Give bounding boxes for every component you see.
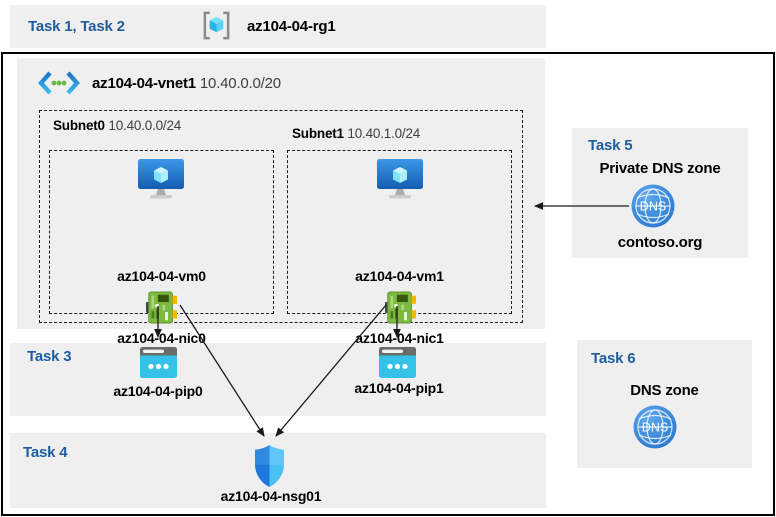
- nsg-shield-icon: [255, 445, 284, 487]
- resource-group-icon: [201, 10, 232, 41]
- dns-icon-text: DNS: [640, 200, 666, 214]
- task-3-label: Task 3: [27, 348, 72, 365]
- task-3-band: Task 3 az104-04-pip0 az104-04-pip1: [10, 343, 546, 416]
- task-6-panel: Task 6 DNS zone DNS: [577, 340, 752, 468]
- vm0-icon: [137, 158, 185, 202]
- diagram-outer-border: [1, 52, 775, 516]
- vm0-label: az104-04-vm0: [117, 268, 206, 284]
- resource-group-name: az104-04-rg1: [247, 18, 336, 35]
- private-dns-zone-icon: DNS: [631, 184, 675, 228]
- vnet-title: az104-04-vnet1 10.40.0.0/20: [92, 75, 281, 92]
- dns-icon-text: DNS: [642, 421, 668, 435]
- subnet1-name: Subnet1: [292, 126, 344, 141]
- subnet0-label: Subnet0 10.40.0.0/24: [53, 118, 181, 133]
- vnet-name: az104-04-vnet1: [92, 75, 196, 92]
- vnet-container: az104-04-vnet1 10.40.0.0/20 Subnet0 10.4…: [17, 58, 545, 362]
- nic1-icon: [385, 290, 419, 328]
- subnet1-box: az104-04-vm1 az104-04-nic1 10.40.1.: [287, 150, 512, 362]
- pip0-label: az104-04-pip0: [113, 383, 203, 399]
- dns-zone-icon: DNS: [633, 405, 677, 449]
- subnet0-name: Subnet0: [53, 118, 105, 133]
- private-dns-zone-title: Private DNS zone: [599, 160, 721, 177]
- virtual-network-icon: [38, 71, 80, 95]
- vnet-cidr: 10.40.0.0/20: [199, 75, 281, 92]
- private-dns-zone-name: contoso.org: [617, 234, 703, 251]
- subnet0-box: az104-04-vm0 az104-04-nic0 10.40.0.: [49, 150, 274, 362]
- task-5-label: Task 5: [588, 137, 633, 154]
- pip0-icon: [140, 347, 177, 378]
- vm1-label: az104-04-vm1: [355, 268, 444, 284]
- task-4-band: Task 4 az104-04-nsg01: [10, 433, 546, 508]
- pip1-icon: [379, 347, 416, 378]
- nic0-icon: [146, 290, 180, 328]
- nsg-label: az104-04-nsg01: [220, 488, 322, 504]
- task-6-label: Task 6: [591, 350, 636, 367]
- vm1-icon: [376, 158, 424, 202]
- dns-zone-title: DNS zone: [630, 382, 699, 399]
- subnet0-cidr: 10.40.0.0/24: [108, 118, 182, 133]
- subnet1-label: Subnet1 10.40.1.0/24: [292, 126, 420, 141]
- subnet1-cidr: 10.40.1.0/24: [347, 126, 421, 141]
- task-1-2-label: Task 1, Task 2: [28, 18, 125, 35]
- task-4-label: Task 4: [23, 444, 68, 461]
- pip1-label: az104-04-pip1: [354, 380, 444, 396]
- task-5-panel: Task 5 Private DNS zone DNS: [572, 128, 748, 258]
- task-1-2-band: Task 1, Task 2 az104-04-rg1: [10, 5, 546, 48]
